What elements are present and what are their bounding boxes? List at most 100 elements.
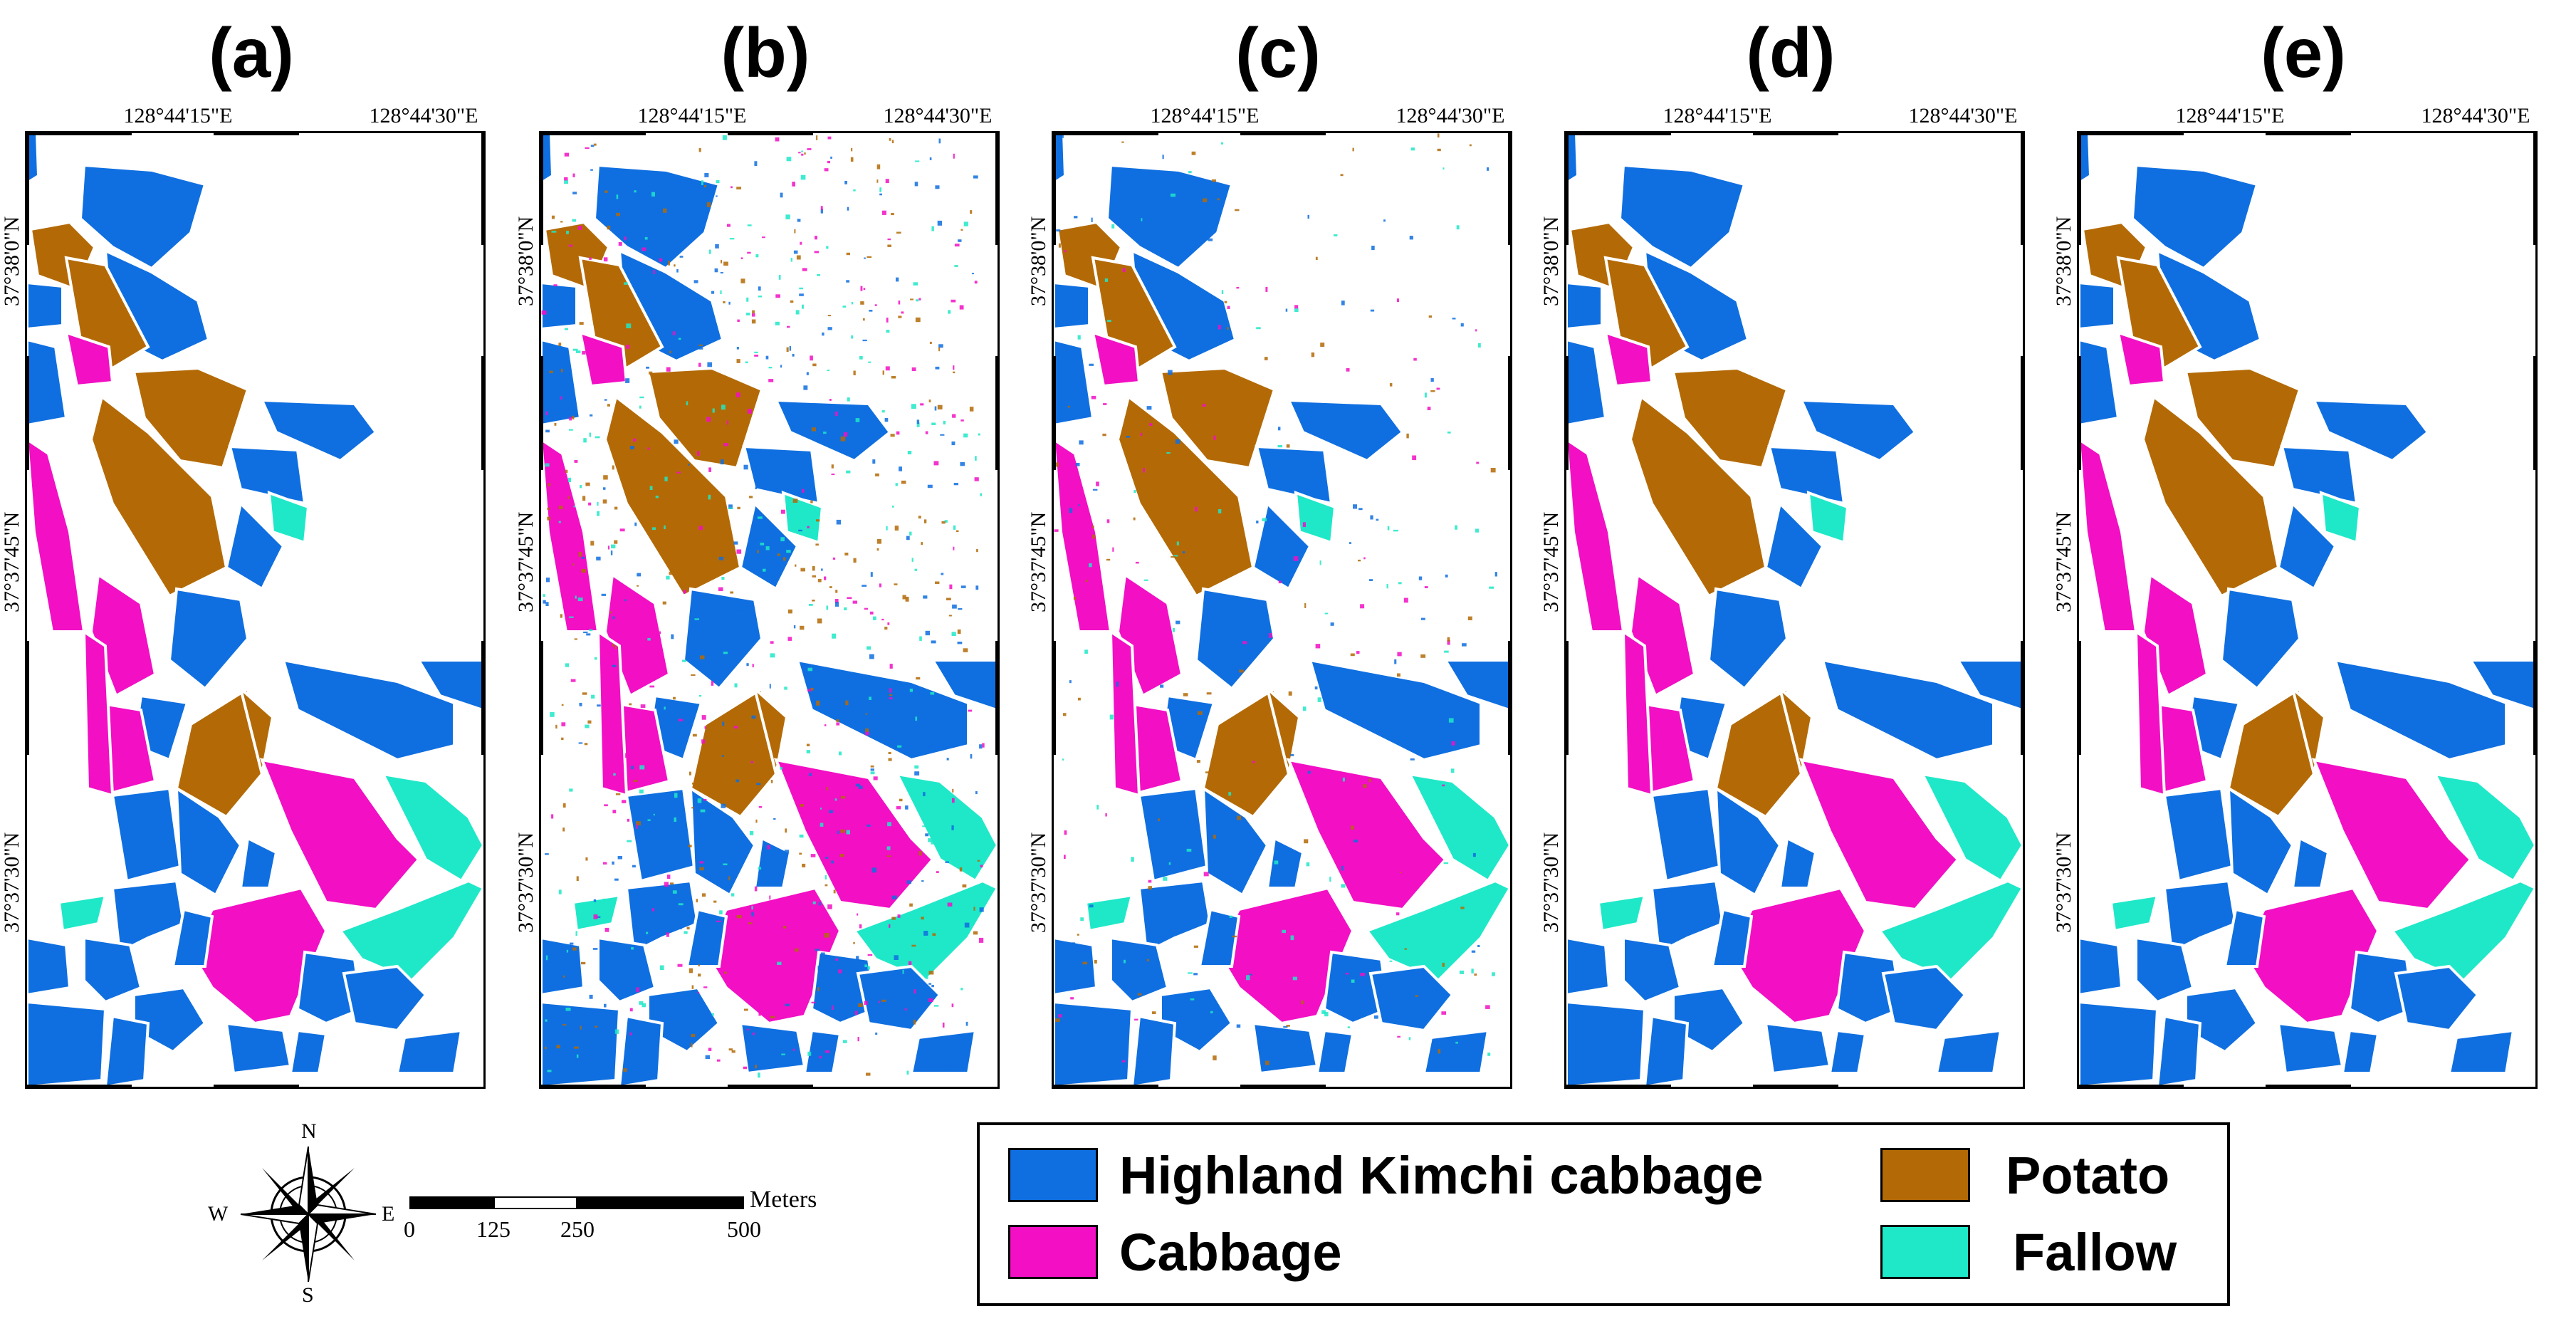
- classification-noise-pixel: [914, 771, 920, 776]
- classification-noise-pixel: [975, 791, 978, 795]
- classification-noise-pixel: [590, 169, 593, 171]
- crop-classification-map: [541, 133, 998, 1087]
- classification-noise-pixel: [807, 148, 812, 150]
- classification-noise-pixel: [1193, 945, 1198, 948]
- classification-noise-pixel: [636, 824, 638, 829]
- classification-noise-pixel: [823, 432, 827, 434]
- panel-label: (a): [209, 14, 294, 92]
- classification-noise-pixel: [958, 608, 963, 610]
- classification-noise-pixel: [545, 411, 548, 416]
- classification-noise-pixel: [885, 179, 889, 184]
- classification-noise-pixel: [639, 765, 645, 770]
- classification-noise-pixel: [926, 745, 931, 748]
- classification-noise-pixel: [758, 867, 762, 870]
- classification-noise-pixel: [1306, 862, 1310, 867]
- classification-noise-pixel: [1227, 327, 1229, 330]
- classification-noise-pixel: [1075, 463, 1080, 466]
- classification-noise-pixel: [1345, 973, 1349, 975]
- field-cabbage: [773, 758, 935, 912]
- classification-noise-pixel: [1438, 1049, 1440, 1054]
- classification-noise-pixel: [777, 553, 780, 556]
- field-highland-kimchi-cabbage: [1767, 444, 1846, 506]
- classification-noise-pixel: [649, 486, 653, 490]
- classification-noise-pixel: [655, 496, 659, 498]
- classification-noise-pixel: [704, 184, 707, 188]
- classification-noise-pixel: [929, 341, 932, 345]
- classification-noise-pixel: [1143, 579, 1148, 581]
- field-cabbage: [2116, 330, 2167, 388]
- classification-noise-pixel: [1477, 343, 1481, 348]
- classification-noise-pixel: [604, 399, 607, 401]
- classification-noise-pixel: [750, 761, 754, 763]
- classification-noise-pixel: [670, 882, 674, 884]
- classification-noise-pixel: [973, 907, 975, 911]
- classification-noise-pixel: [631, 766, 634, 770]
- field-fallow: [57, 893, 108, 933]
- classification-noise-pixel: [797, 219, 801, 222]
- classification-noise-pixel: [625, 378, 630, 383]
- longitude-label: 128°44'15"E: [123, 104, 233, 127]
- classification-noise-pixel: [587, 720, 592, 724]
- classification-noise-pixel: [960, 461, 965, 466]
- classification-noise-pixel: [572, 947, 577, 951]
- classification-noise-pixel: [754, 886, 758, 892]
- classification-noise-pixel: [1227, 306, 1230, 309]
- classification-noise-pixel: [682, 853, 684, 857]
- classification-noise-pixel: [874, 682, 879, 684]
- classification-noise-pixel: [1451, 741, 1455, 746]
- classification-noise-pixel: [952, 788, 954, 793]
- classification-noise-pixel: [566, 231, 569, 234]
- classification-noise-pixel: [730, 591, 734, 594]
- classification-noise-pixel: [646, 366, 649, 369]
- classification-noise-pixel: [827, 904, 832, 909]
- classification-noise-pixel: [976, 549, 978, 553]
- classification-noise-pixel: [1442, 962, 1445, 967]
- classification-noise-pixel: [891, 917, 896, 920]
- classification-noise-pixel: [1162, 155, 1164, 160]
- classification-noise-pixel: [701, 180, 703, 185]
- classification-noise-pixel: [1091, 534, 1096, 539]
- classification-noise-pixel: [572, 173, 575, 177]
- classification-noise-pixel: [1265, 286, 1268, 292]
- classification-noise-pixel: [698, 526, 703, 531]
- classification-noise-pixel: [543, 594, 545, 597]
- classification-noise-pixel: [619, 528, 625, 532]
- classification-noise-pixel: [1389, 383, 1393, 387]
- classification-noise-pixel: [612, 465, 614, 470]
- classification-noise-pixel: [881, 618, 884, 621]
- classification-noise-pixel: [549, 370, 553, 373]
- legend-swatch: [1880, 1225, 1970, 1279]
- classification-noise-pixel: [780, 365, 782, 368]
- classification-noise-pixel: [782, 944, 785, 946]
- classification-noise-pixel: [1143, 468, 1145, 473]
- graticule-tick: [728, 131, 813, 135]
- classification-noise-pixel: [729, 238, 735, 240]
- classification-noise-pixel: [886, 526, 888, 531]
- classification-noise-pixel: [1054, 529, 1059, 532]
- field-highland-kimchi-cabbage: [228, 444, 307, 506]
- graticule-tick: [2533, 641, 2538, 755]
- classification-noise-pixel: [877, 684, 881, 687]
- classification-noise-pixel: [801, 153, 804, 156]
- graticule-tick: [2533, 356, 2538, 470]
- classification-noise-pixel: [1330, 622, 1334, 626]
- classification-noise-pixel: [815, 949, 820, 951]
- classification-noise-pixel: [1202, 404, 1206, 407]
- classification-noise-pixel: [721, 259, 723, 263]
- classification-noise-pixel: [847, 597, 852, 599]
- classification-noise-pixel: [1213, 835, 1216, 839]
- field-highland-kimchi-cabbage: [1194, 587, 1277, 691]
- classification-noise-pixel: [1410, 147, 1415, 151]
- classification-noise-pixel: [611, 544, 616, 548]
- classification-noise-pixel: [896, 806, 901, 810]
- classification-noise-pixel: [1080, 917, 1084, 922]
- classification-noise-pixel: [728, 507, 733, 509]
- classification-noise-pixel: [1121, 141, 1124, 143]
- classification-noise-pixel: [688, 968, 693, 973]
- classification-noise-pixel: [895, 483, 898, 486]
- classification-noise-pixel: [951, 299, 956, 303]
- classification-noise-pixel: [748, 726, 751, 731]
- classification-noise-pixel: [825, 857, 829, 859]
- classification-noise-pixel: [1443, 862, 1449, 865]
- classification-noise-pixel: [1398, 582, 1402, 585]
